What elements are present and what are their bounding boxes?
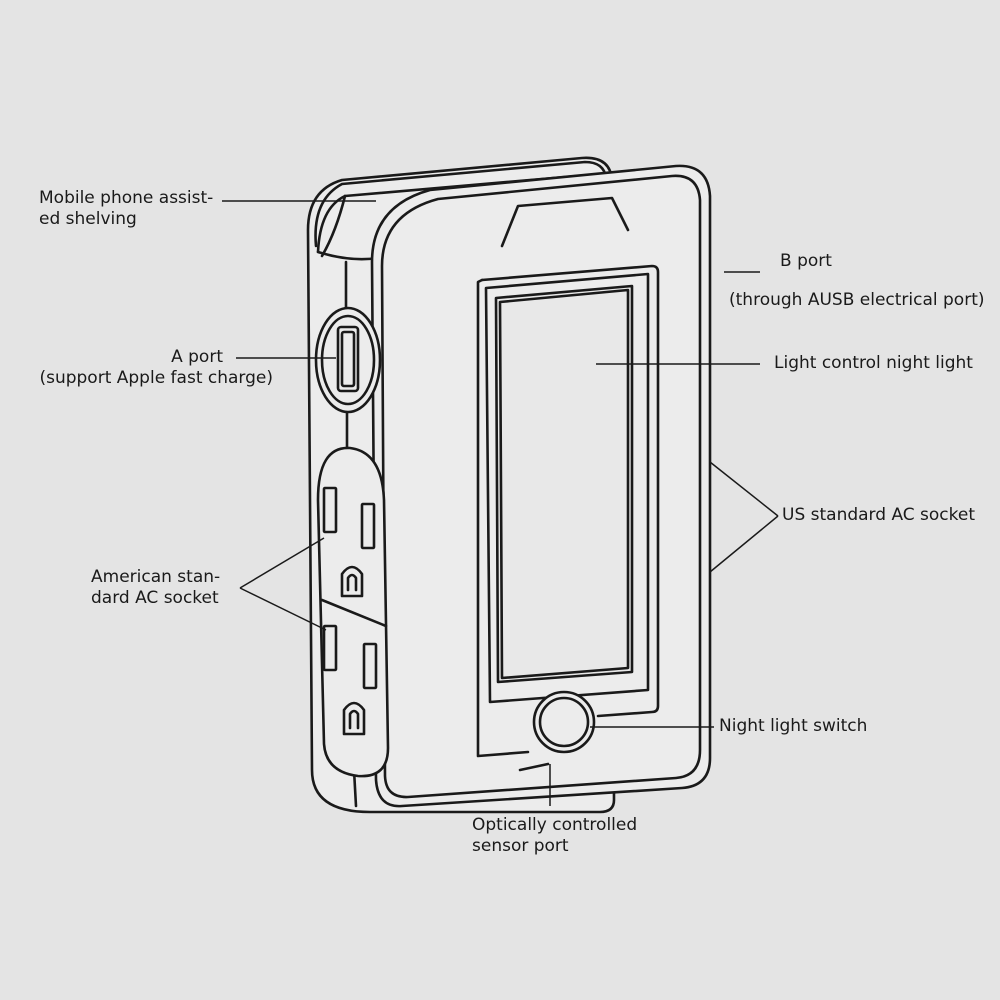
leader-american-socket-1 xyxy=(239,537,325,589)
label-american-socket: American stan- dard AC socket xyxy=(91,567,220,609)
label-line: ed shelving xyxy=(39,209,137,229)
label-night-light: Light control night light xyxy=(774,353,973,374)
bottom-edge xyxy=(518,762,550,772)
label-line: (support Apple fast charge) xyxy=(39,368,273,388)
label-night-switch: Night light switch xyxy=(719,716,867,737)
label-line: Night light switch xyxy=(719,716,868,736)
label-b-port: B port (through AUSB electrical port) xyxy=(729,251,985,311)
label-phone-shelving: Mobile phone assist- ed shelving xyxy=(39,188,213,230)
label-line: B port xyxy=(780,251,832,271)
label-a-port: A port (support Apple fast charge) xyxy=(39,347,273,389)
top-hook xyxy=(500,196,630,248)
label-line: (through AUSB electrical port) xyxy=(729,290,985,310)
night-light-switch-button[interactable] xyxy=(532,690,596,754)
leader-lines xyxy=(222,200,779,806)
label-line: Mobile phone assist- xyxy=(39,188,214,208)
label-line: dard AC socket xyxy=(91,588,219,608)
label-line: sensor port xyxy=(472,836,569,856)
ac-socket-top[interactable] xyxy=(322,486,376,598)
ac-socket-bottom[interactable] xyxy=(322,624,378,736)
label-line: Light control night light xyxy=(774,353,973,373)
leader-us-socket-2 xyxy=(709,515,779,573)
ac-socket-housing xyxy=(316,446,390,778)
leader-american-socket-2 xyxy=(239,587,327,631)
label-line: Optically controlled xyxy=(472,815,638,835)
label-line: US standard AC socket xyxy=(782,505,976,525)
a-port-usb[interactable] xyxy=(314,306,382,414)
label-line: American stan- xyxy=(91,567,221,587)
night-light-panel xyxy=(476,264,660,758)
label-sensor-port: Optically controlled sensor port xyxy=(472,815,637,857)
leader-us-socket-1 xyxy=(709,461,779,517)
label-line: A port xyxy=(171,347,223,367)
label-us-socket: US standard AC socket xyxy=(782,505,975,526)
